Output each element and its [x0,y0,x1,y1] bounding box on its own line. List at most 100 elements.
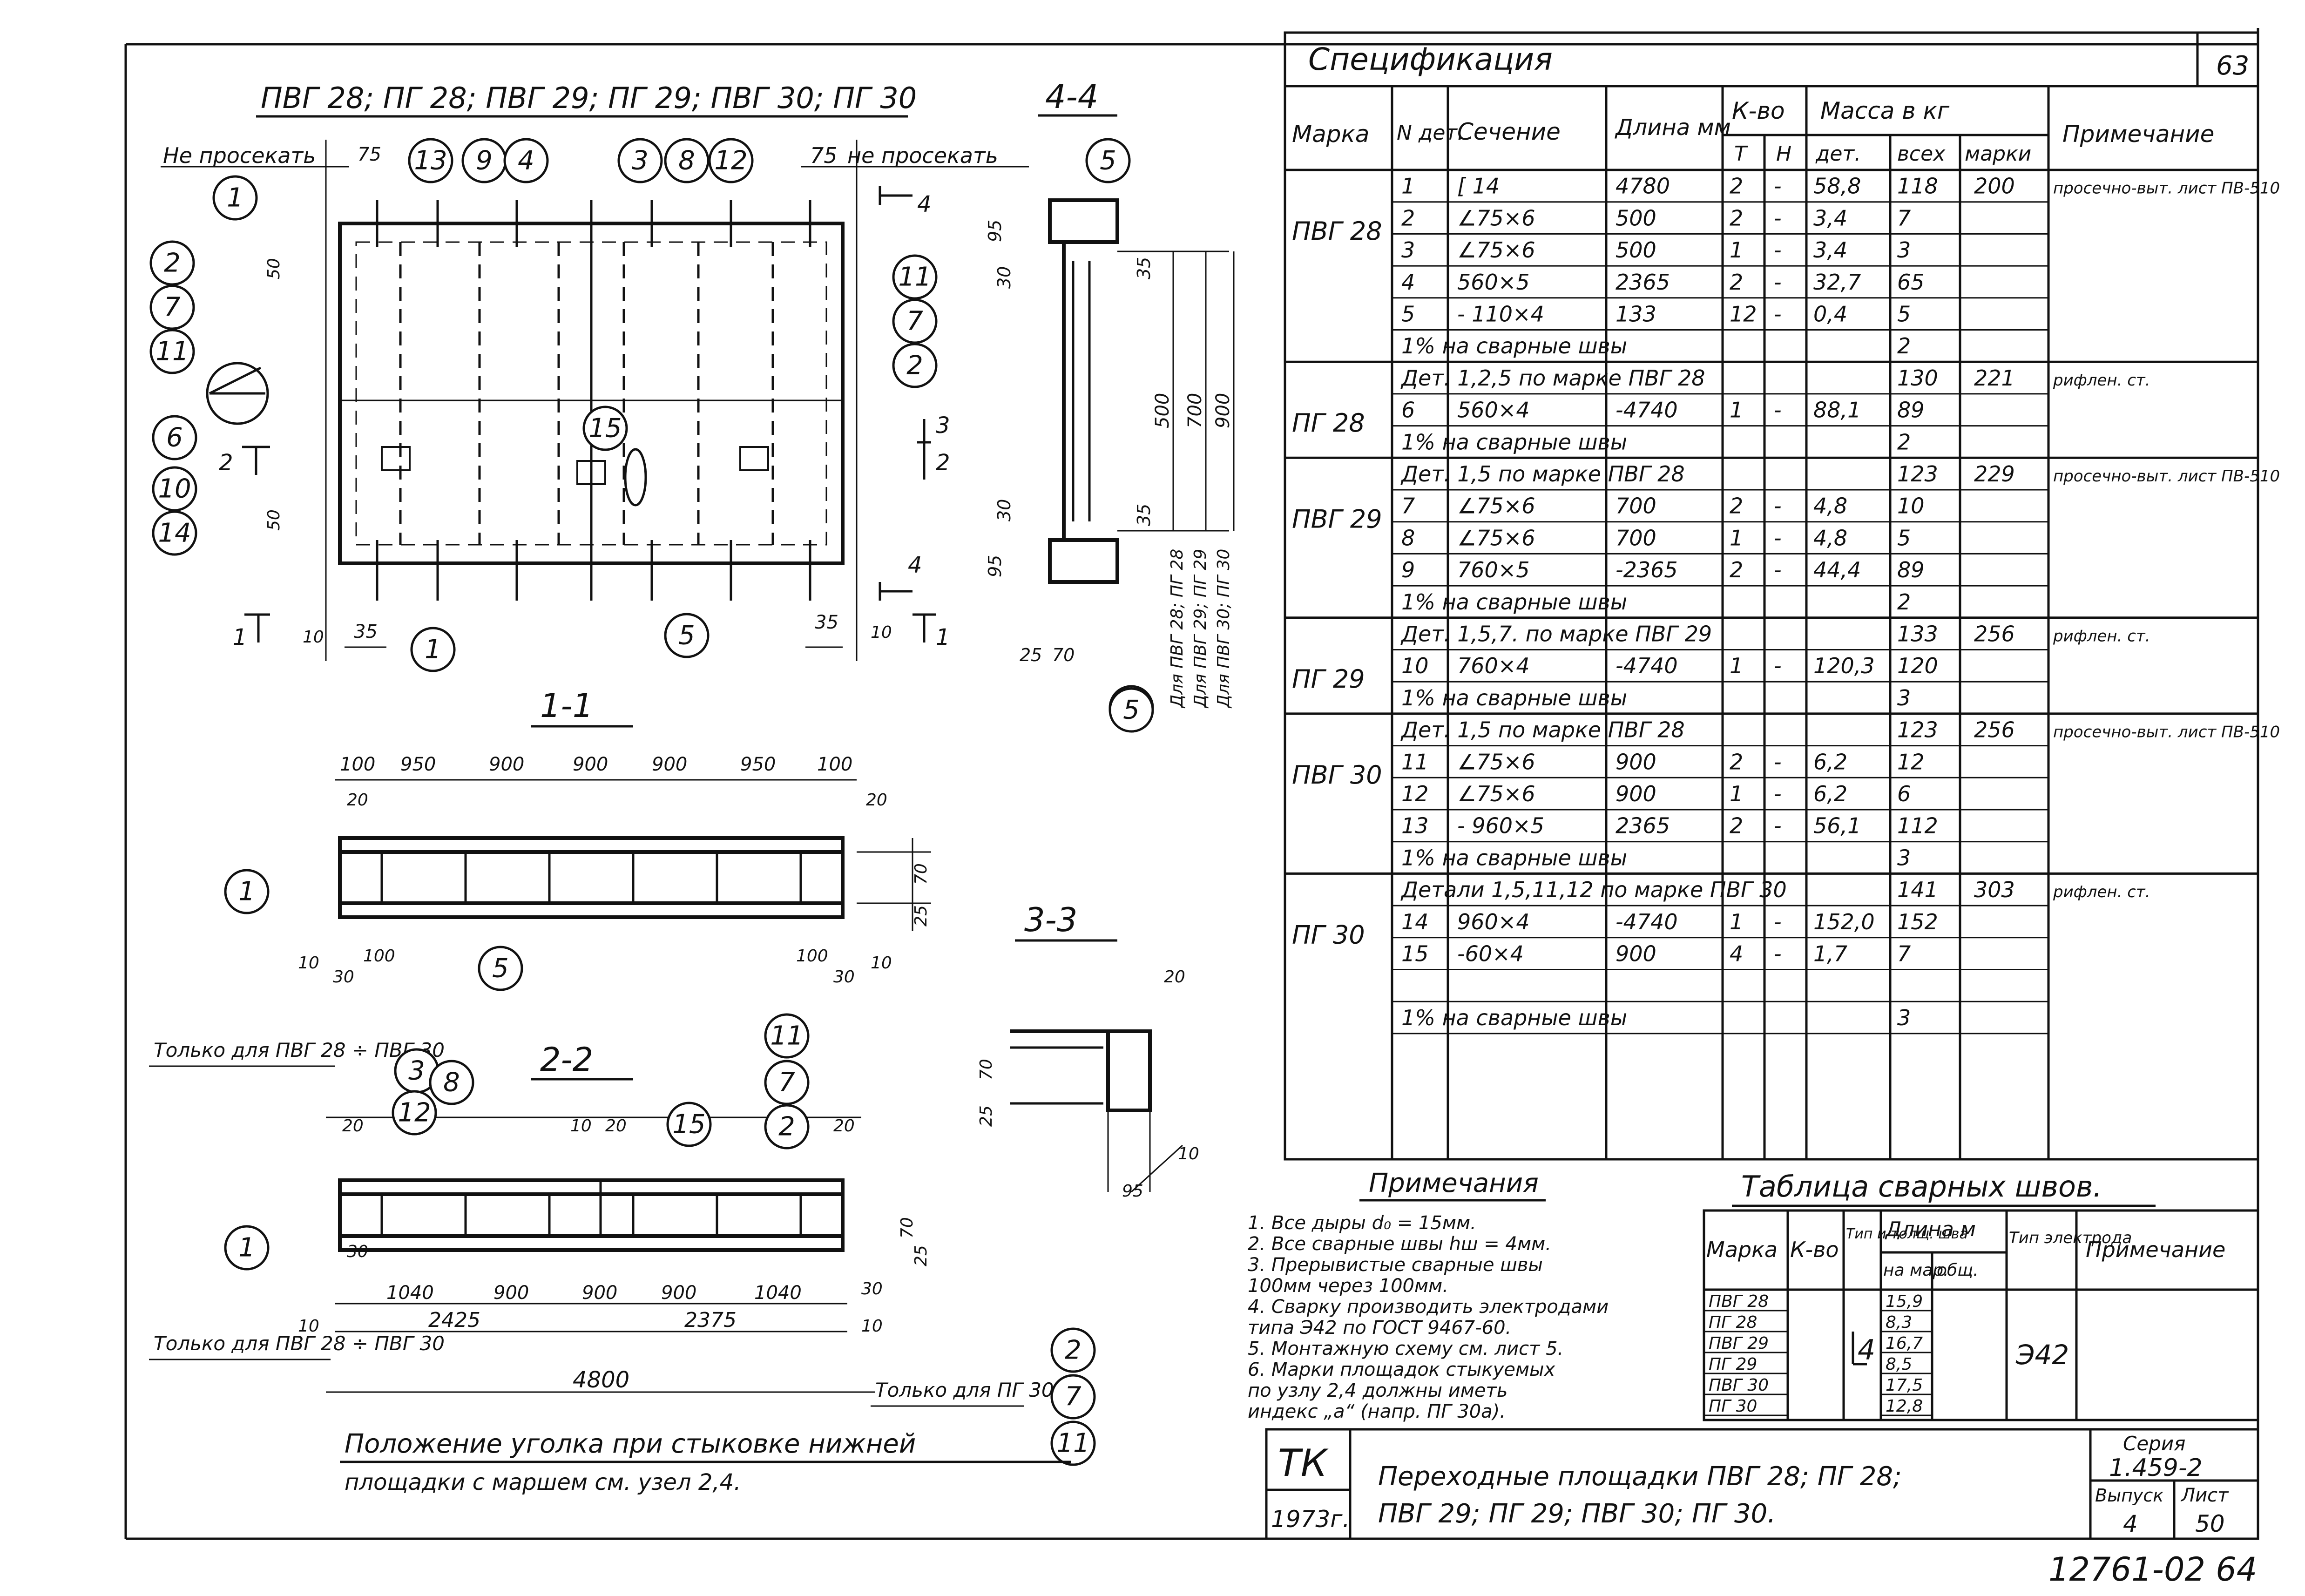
weld-row-mark: ПВГ 29 [1709,1334,1769,1353]
plan-balloon-14-label: 7 [906,306,923,337]
spec-cell-t: 2 [1730,749,1743,774]
s33-dim-10: 10 [1178,1144,1199,1163]
specification-table: 63 Спецификация Марка N дет. Сечение Дли… [1284,31,2280,1161]
spec-cell-mall: 7 [1897,941,1911,967]
s11-dim-900-c: 900 [652,754,687,775]
spec-cell-mall: 123 [1897,717,1938,743]
weld-header-qty: К-во [1790,1237,1839,1262]
spec-cell-t: 1 [1730,781,1743,806]
plan-balloon-5: 10 [152,466,197,512]
plan-balloon-10: 3 [617,138,663,183]
s22-balloon-3: 15 [666,1102,712,1147]
s11-dim-950-right: 950 [740,754,776,775]
weld-header-len-one: на мар. [1883,1261,1949,1280]
section-3-3-title: 3-3 [1024,901,1077,939]
section-marker-4-bottom: 4 [908,552,922,578]
spec-cell-det: Дет. 1,2,5 по марке ПВГ 28 [1400,365,1705,391]
weld-row-mark: ПВГ 28 [1709,1292,1769,1311]
s22-balloon-8: 2 [1050,1327,1096,1373]
bottom-note: Положение уголка при стыковке нижней пло… [340,1429,1071,1495]
plan-balloon-12-label: 12 [714,146,747,176]
spec-cell-det: 1% на сварные швы [1401,685,1627,710]
spec-cell-n: - [1774,813,1782,839]
plan-ribs [340,223,843,563]
s11-dim-20-left: 20 [347,791,368,810]
spec-cell-t: 1 [1730,653,1743,678]
spec-cell-length: 2365 [1616,813,1670,839]
spec-cell-t: 4 [1730,941,1743,967]
spec-cell-n: - [1774,909,1782,934]
s22-balloon-0-label: 3 [408,1056,425,1086]
spec-cell-note: просечно-выт. лист ПВ-510 [2053,467,2280,486]
spec-cell-section: 560×5 [1457,270,1530,295]
s11-balloon-0: 1 [224,869,270,914]
spec-cell-section: - 110×4 [1457,302,1544,327]
spec-cell-length: 900 [1616,941,1656,967]
plan-balloon-6: 14 [152,510,197,556]
s22-dim-2375: 2375 [684,1308,737,1332]
spec-cell-section: [ 14 [1457,174,1500,199]
s22-note-only-left-2: Только для ПВГ 28 ÷ ПВГ 30 [154,1332,445,1355]
spec-cell-length: -2365 [1616,557,1678,582]
spec-cell-mmark: 200 [1974,174,2015,199]
plan-balloon-0: 1 [212,175,258,221]
s33-dim-70: 70 [977,1059,996,1080]
spec-cell-n: - [1774,237,1782,263]
spec-cell-t: 1 [1730,398,1743,423]
s11-dim-900-b: 900 [573,754,608,775]
spec-cell-det: 6 [1401,398,1415,423]
notes: Примечания 1. Все дыры d₀ = 15мм.2. Все … [1248,1168,1609,1422]
spec-cell-mall: 65 [1897,270,1925,295]
s44-balloon-0: 5 [1085,138,1131,183]
section-marker-2-left: 2 [219,450,233,476]
spec-cell-section: ∠75×6 [1457,781,1535,806]
no-cut-left-note: Не просекать [163,143,316,168]
notes-line: 100мм через 100мм. [1248,1275,1448,1297]
spec-cell-n: - [1774,205,1782,230]
s22-balloon-9-label: 7 [1065,1382,1082,1412]
section-marker-4-top: 4 [917,191,932,217]
spec-cell-det: 12 [1401,781,1429,806]
spec-cell-section: ∠75×6 [1457,494,1535,519]
s44-dim-700: 700 [1184,393,1206,428]
spec-header-mass-det: дет. [1815,142,1861,166]
bottom-note-line-1: Положение уголка при стыковке нижней [345,1429,916,1459]
weld-header-length: Длина м [1885,1217,1976,1241]
section-marker-2-right: 2 [936,450,950,476]
s33-dim-95: 95 [1122,1182,1143,1201]
s11-dim-100-left: 100 [340,754,375,775]
spec-cell-mall: 2 [1897,589,1911,615]
s22-balloon-4: 11 [764,1013,810,1059]
spec-cell-mdet: 120,3 [1813,653,1875,678]
s22-balloon-5-label: 7 [778,1068,795,1098]
spec-cell-mark: ПВГ 29 [1292,504,1382,534]
title-block: ТК 1973г. Переходные площадки ПВГ 28; ПГ… [1265,1428,2259,1540]
bottom-note-line-2: площадки с маршем см. узел 2,4. [345,1469,741,1495]
spec-cell-length: 500 [1616,205,1656,230]
spec-cell-det: 3 [1401,237,1415,263]
spec-cell-mall: 3 [1897,1005,1911,1030]
spec-cell-det: 1% на сварные швы [1401,1005,1627,1030]
spec-cell-length: 700 [1616,525,1656,550]
notes-title: Примечания [1369,1168,1539,1198]
spec-cell-mdet: 3,4 [1813,237,1847,263]
spec-cell-det: 13 [1401,813,1429,839]
spec-cell-mdet: 0,4 [1813,302,1847,327]
s22-dim-10-left: 10 [298,1317,319,1336]
s22-dim-900-c: 900 [661,1282,696,1304]
spec-header-section: Сечение [1457,118,1561,145]
dim-35-right: 35 [815,612,838,633]
weld-row-length: 12,8 [1886,1397,1923,1416]
s44-dim-30-top: 30 [994,266,1014,289]
